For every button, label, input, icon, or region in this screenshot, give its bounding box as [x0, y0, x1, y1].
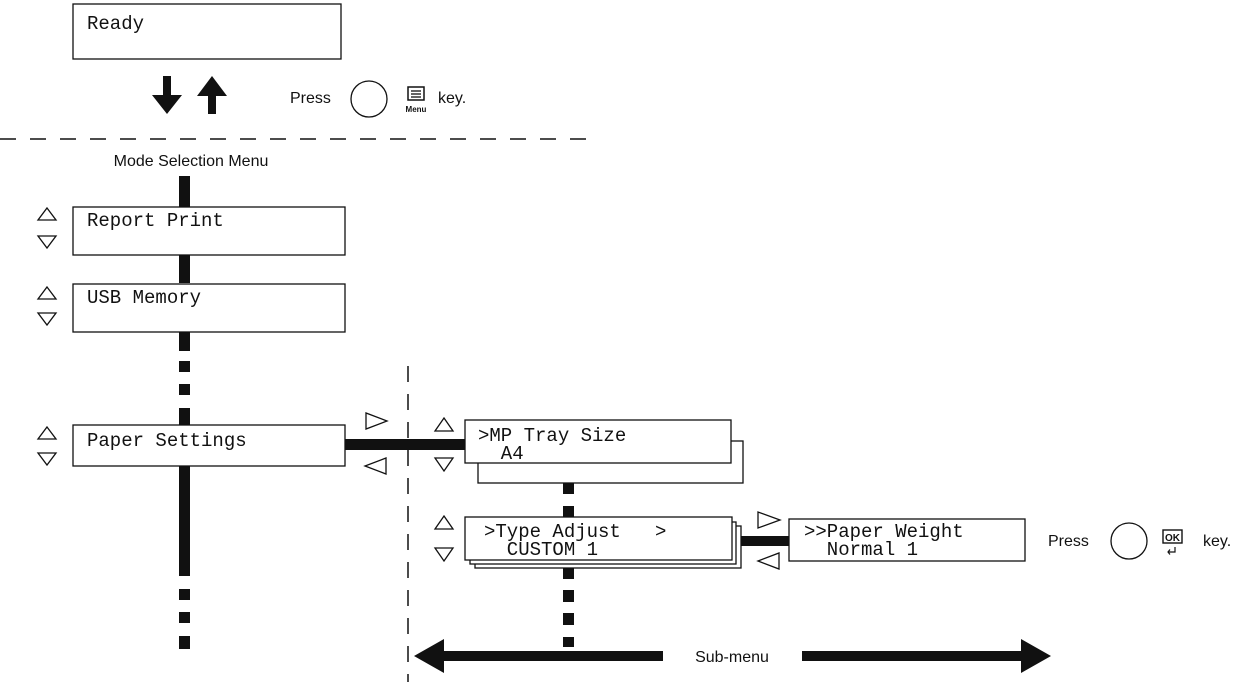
ready-display: Ready — [72, 3, 342, 60]
ok-key-suffix-text: key. — [1203, 533, 1231, 550]
submenu-item-type-adjust[interactable]: >Type Adjust > CUSTOM 1 — [433, 514, 742, 569]
enter-right-triangle-icon — [757, 511, 782, 529]
submenu-item-paper-weight-line1: >>Paper Weight — [804, 521, 964, 543]
submenu-vertical-connector — [563, 483, 574, 647]
menu-key-press-text: Press — [290, 90, 331, 107]
submenu-item-mp-tray-size-line2: A4 — [478, 443, 524, 465]
scroll-down-triangle-icon — [433, 547, 455, 563]
menu-item-report-print-text: Report Print — [87, 210, 224, 232]
enter-right-triangle-icon — [365, 412, 389, 430]
enter-return-icon — [1167, 547, 1176, 555]
up-arrow-icon — [197, 76, 227, 114]
scroll-down-triangle-icon — [36, 235, 58, 250]
menu-key-suffix-text: key. — [438, 90, 466, 107]
ok-key-hint: Press OK key. — [1048, 522, 1231, 560]
down-arrow-icon — [152, 76, 182, 114]
scroll-down-triangle-icon — [36, 312, 58, 327]
scroll-up-triangle-icon — [433, 514, 455, 530]
menu-item-usb-memory[interactable]: USB Memory — [36, 283, 346, 333]
right-arrow-icon — [802, 639, 1051, 673]
menu-item-report-print[interactable]: Report Print — [36, 206, 346, 256]
ok-key-button-icon — [1110, 522, 1148, 560]
scroll-up-triangle-icon — [36, 285, 58, 300]
menu-item-usb-memory-text: USB Memory — [87, 287, 201, 309]
scroll-up-triangle-icon — [36, 425, 58, 440]
back-left-triangle-icon — [756, 552, 780, 570]
submenu-item-paper-weight[interactable]: >>Paper Weight Normal 1 — [788, 518, 1026, 562]
ok-icon: OK — [1162, 529, 1183, 555]
submenu-item-paper-weight-line2: Normal 1 — [804, 539, 918, 561]
sub-submenu-connector — [741, 536, 789, 546]
menu-item-paper-settings[interactable]: Paper Settings — [36, 424, 346, 467]
scroll-down-triangle-icon — [36, 452, 58, 467]
menu-key-icon-label: Menu — [406, 105, 427, 114]
scroll-up-triangle-icon — [433, 416, 455, 432]
ok-key-press-text: Press — [1048, 533, 1089, 550]
menu-icon — [407, 86, 425, 101]
back-left-triangle-icon — [363, 457, 387, 475]
left-arrow-icon — [414, 639, 663, 673]
ready-display-text: Ready — [87, 13, 144, 35]
submenu-span-arrow — [414, 639, 1051, 673]
submenu-item-mp-tray-size-line1: >MP Tray Size — [478, 425, 626, 447]
mode-selection-title: Mode Selection Menu — [114, 153, 269, 170]
submenu-item-mp-tray-size[interactable]: >MP Tray Size A4 — [433, 416, 744, 484]
menu-key-hint: Press Menu key. — [290, 80, 466, 118]
scroll-up-triangle-icon — [36, 206, 58, 221]
menu-item-paper-settings-text: Paper Settings — [87, 430, 247, 452]
submenu-item-type-adjust-line1: >Type Adjust > — [484, 521, 666, 543]
submenu-label: Sub-menu — [695, 649, 769, 666]
menu-key-button-icon — [350, 80, 388, 118]
ok-key-icon-label: OK — [1165, 533, 1181, 544]
submenu-connector — [345, 439, 467, 450]
scroll-down-triangle-icon — [433, 457, 455, 473]
submenu-item-type-adjust-line2: CUSTOM 1 — [484, 539, 598, 561]
main-menu-connector — [179, 176, 190, 649]
